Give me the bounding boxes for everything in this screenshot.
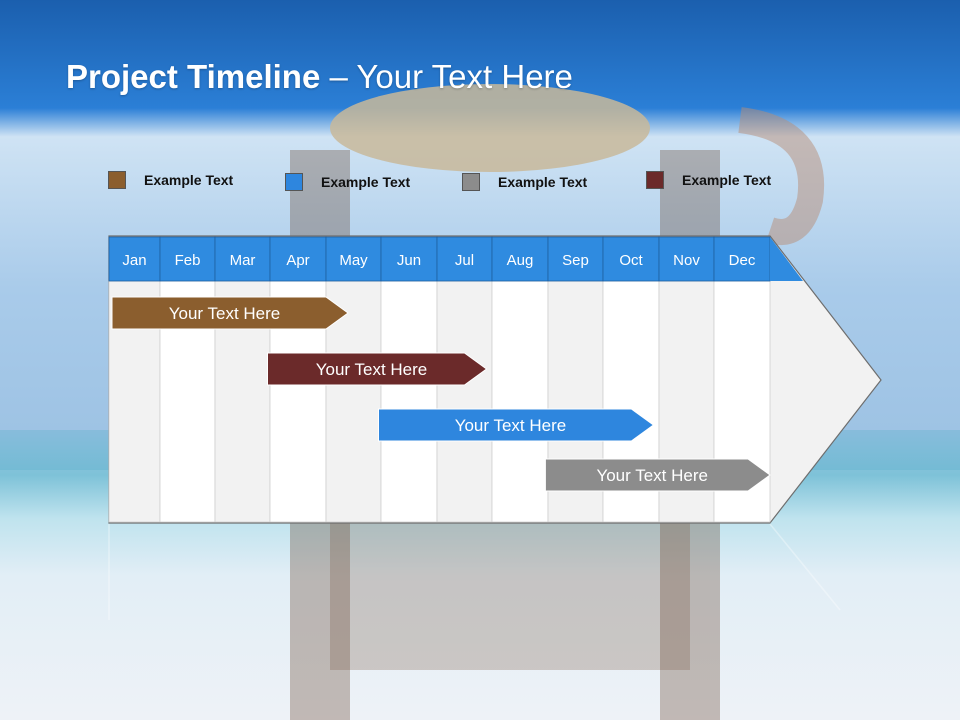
- legend-swatch-maroon: [646, 171, 664, 189]
- month-label: May: [339, 252, 368, 269]
- legend-item-2: Example Text: [285, 172, 410, 192]
- month-label: Dec: [729, 252, 756, 269]
- legend-label: Example Text: [144, 172, 234, 188]
- page-title: Project Timeline – Your Text Here: [66, 58, 573, 96]
- month-header-cell: [269, 236, 327, 282]
- task-bar-arrow: [111, 296, 349, 330]
- month-header-cell: [108, 236, 161, 282]
- legend-label: Example Text: [682, 172, 772, 188]
- month-label: Feb: [175, 252, 201, 269]
- task-bar-label: Your Text Here: [455, 416, 567, 435]
- month-header-cell: [713, 236, 771, 282]
- task-bar: Your Text Here: [544, 458, 771, 492]
- month-header-cell: [547, 236, 604, 282]
- task-bar-arrow: [378, 408, 655, 442]
- task-bar: Your Text Here: [111, 296, 349, 330]
- timeline-reflection: [108, 523, 841, 620]
- month-header-cell: [658, 236, 715, 282]
- task-bar-label: Your Text Here: [316, 360, 428, 379]
- month-header-cell: [436, 236, 493, 282]
- month-label: Aug: [507, 252, 534, 269]
- month-column: [436, 280, 493, 523]
- legend-item-1: Example Text: [108, 170, 233, 190]
- legend-label: Example Text: [321, 174, 411, 190]
- month-header: Jan Feb Mar Apr May Jun Jul Aug Sep Oct Nov Dec: [108, 236, 803, 282]
- month-column: [380, 280, 438, 523]
- task-bar: Your Text Here: [267, 352, 488, 386]
- legend-item-3: Example Text: [462, 172, 587, 192]
- month-header-cell: [159, 236, 216, 282]
- month-label: Nov: [673, 252, 700, 269]
- month-label: Jun: [397, 252, 421, 269]
- task-bar: Your Text Here: [378, 408, 655, 442]
- task-bar-label: Your Text Here: [169, 304, 281, 323]
- task-bar-arrow: [267, 352, 488, 386]
- month-header-tip: [770, 237, 803, 281]
- month-label: Mar: [230, 252, 256, 269]
- legend-swatch-blue: [285, 173, 303, 191]
- month-column: [491, 280, 549, 523]
- legend-swatch-brown: [108, 171, 126, 189]
- month-label: Oct: [619, 252, 643, 269]
- title-rest: – Your Text Here: [320, 58, 573, 95]
- task-bar-arrow: [544, 458, 771, 492]
- legend-label: Example Text: [498, 174, 588, 190]
- month-header-cell: [214, 236, 271, 282]
- month-header-cell: [491, 236, 549, 282]
- legend-item-4: Example Text: [646, 170, 771, 190]
- month-label: Jan: [122, 252, 146, 269]
- month-header-cell: [325, 236, 382, 282]
- month-label: Sep: [562, 252, 589, 269]
- legend-swatch-gray: [462, 173, 480, 191]
- month-label: Apr: [286, 252, 309, 269]
- title-bold: Project Timeline: [66, 58, 321, 95]
- task-bar-label: Your Text Here: [596, 466, 708, 485]
- month-label: Jul: [455, 252, 474, 269]
